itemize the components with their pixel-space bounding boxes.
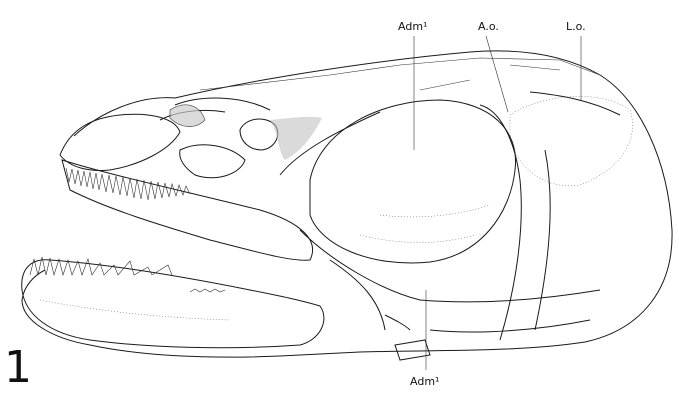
adductor-mandibulae-muscle bbox=[310, 100, 516, 263]
lower-teeth bbox=[30, 257, 225, 292]
levator-operculi-region bbox=[510, 96, 633, 185]
hyoid-region bbox=[330, 260, 410, 330]
label-adm1-bottom: Adm¹ bbox=[410, 375, 439, 388]
dentary-line bbox=[40, 300, 230, 320]
lower-jaw bbox=[22, 260, 324, 348]
label-ao: A.o. bbox=[478, 20, 499, 33]
skull-roof-plates bbox=[200, 58, 600, 90]
leader-ao bbox=[486, 36, 508, 112]
interopercle bbox=[420, 290, 600, 332]
label-adm1-top: Adm¹ bbox=[398, 20, 427, 33]
hyomandibular-band bbox=[480, 105, 521, 340]
label-lo: L.o. bbox=[566, 20, 586, 33]
branchiostegal-bone bbox=[395, 340, 430, 360]
muscle-fibres bbox=[360, 205, 490, 243]
head-outline bbox=[22, 51, 672, 357]
snout bbox=[60, 114, 180, 170]
upper-teeth bbox=[66, 168, 190, 200]
maxilla bbox=[62, 160, 313, 260]
plate-number: 1 bbox=[4, 342, 32, 393]
quadrate-area bbox=[180, 145, 245, 178]
ethmoid bbox=[170, 105, 205, 127]
orbit-shading bbox=[270, 117, 322, 160]
